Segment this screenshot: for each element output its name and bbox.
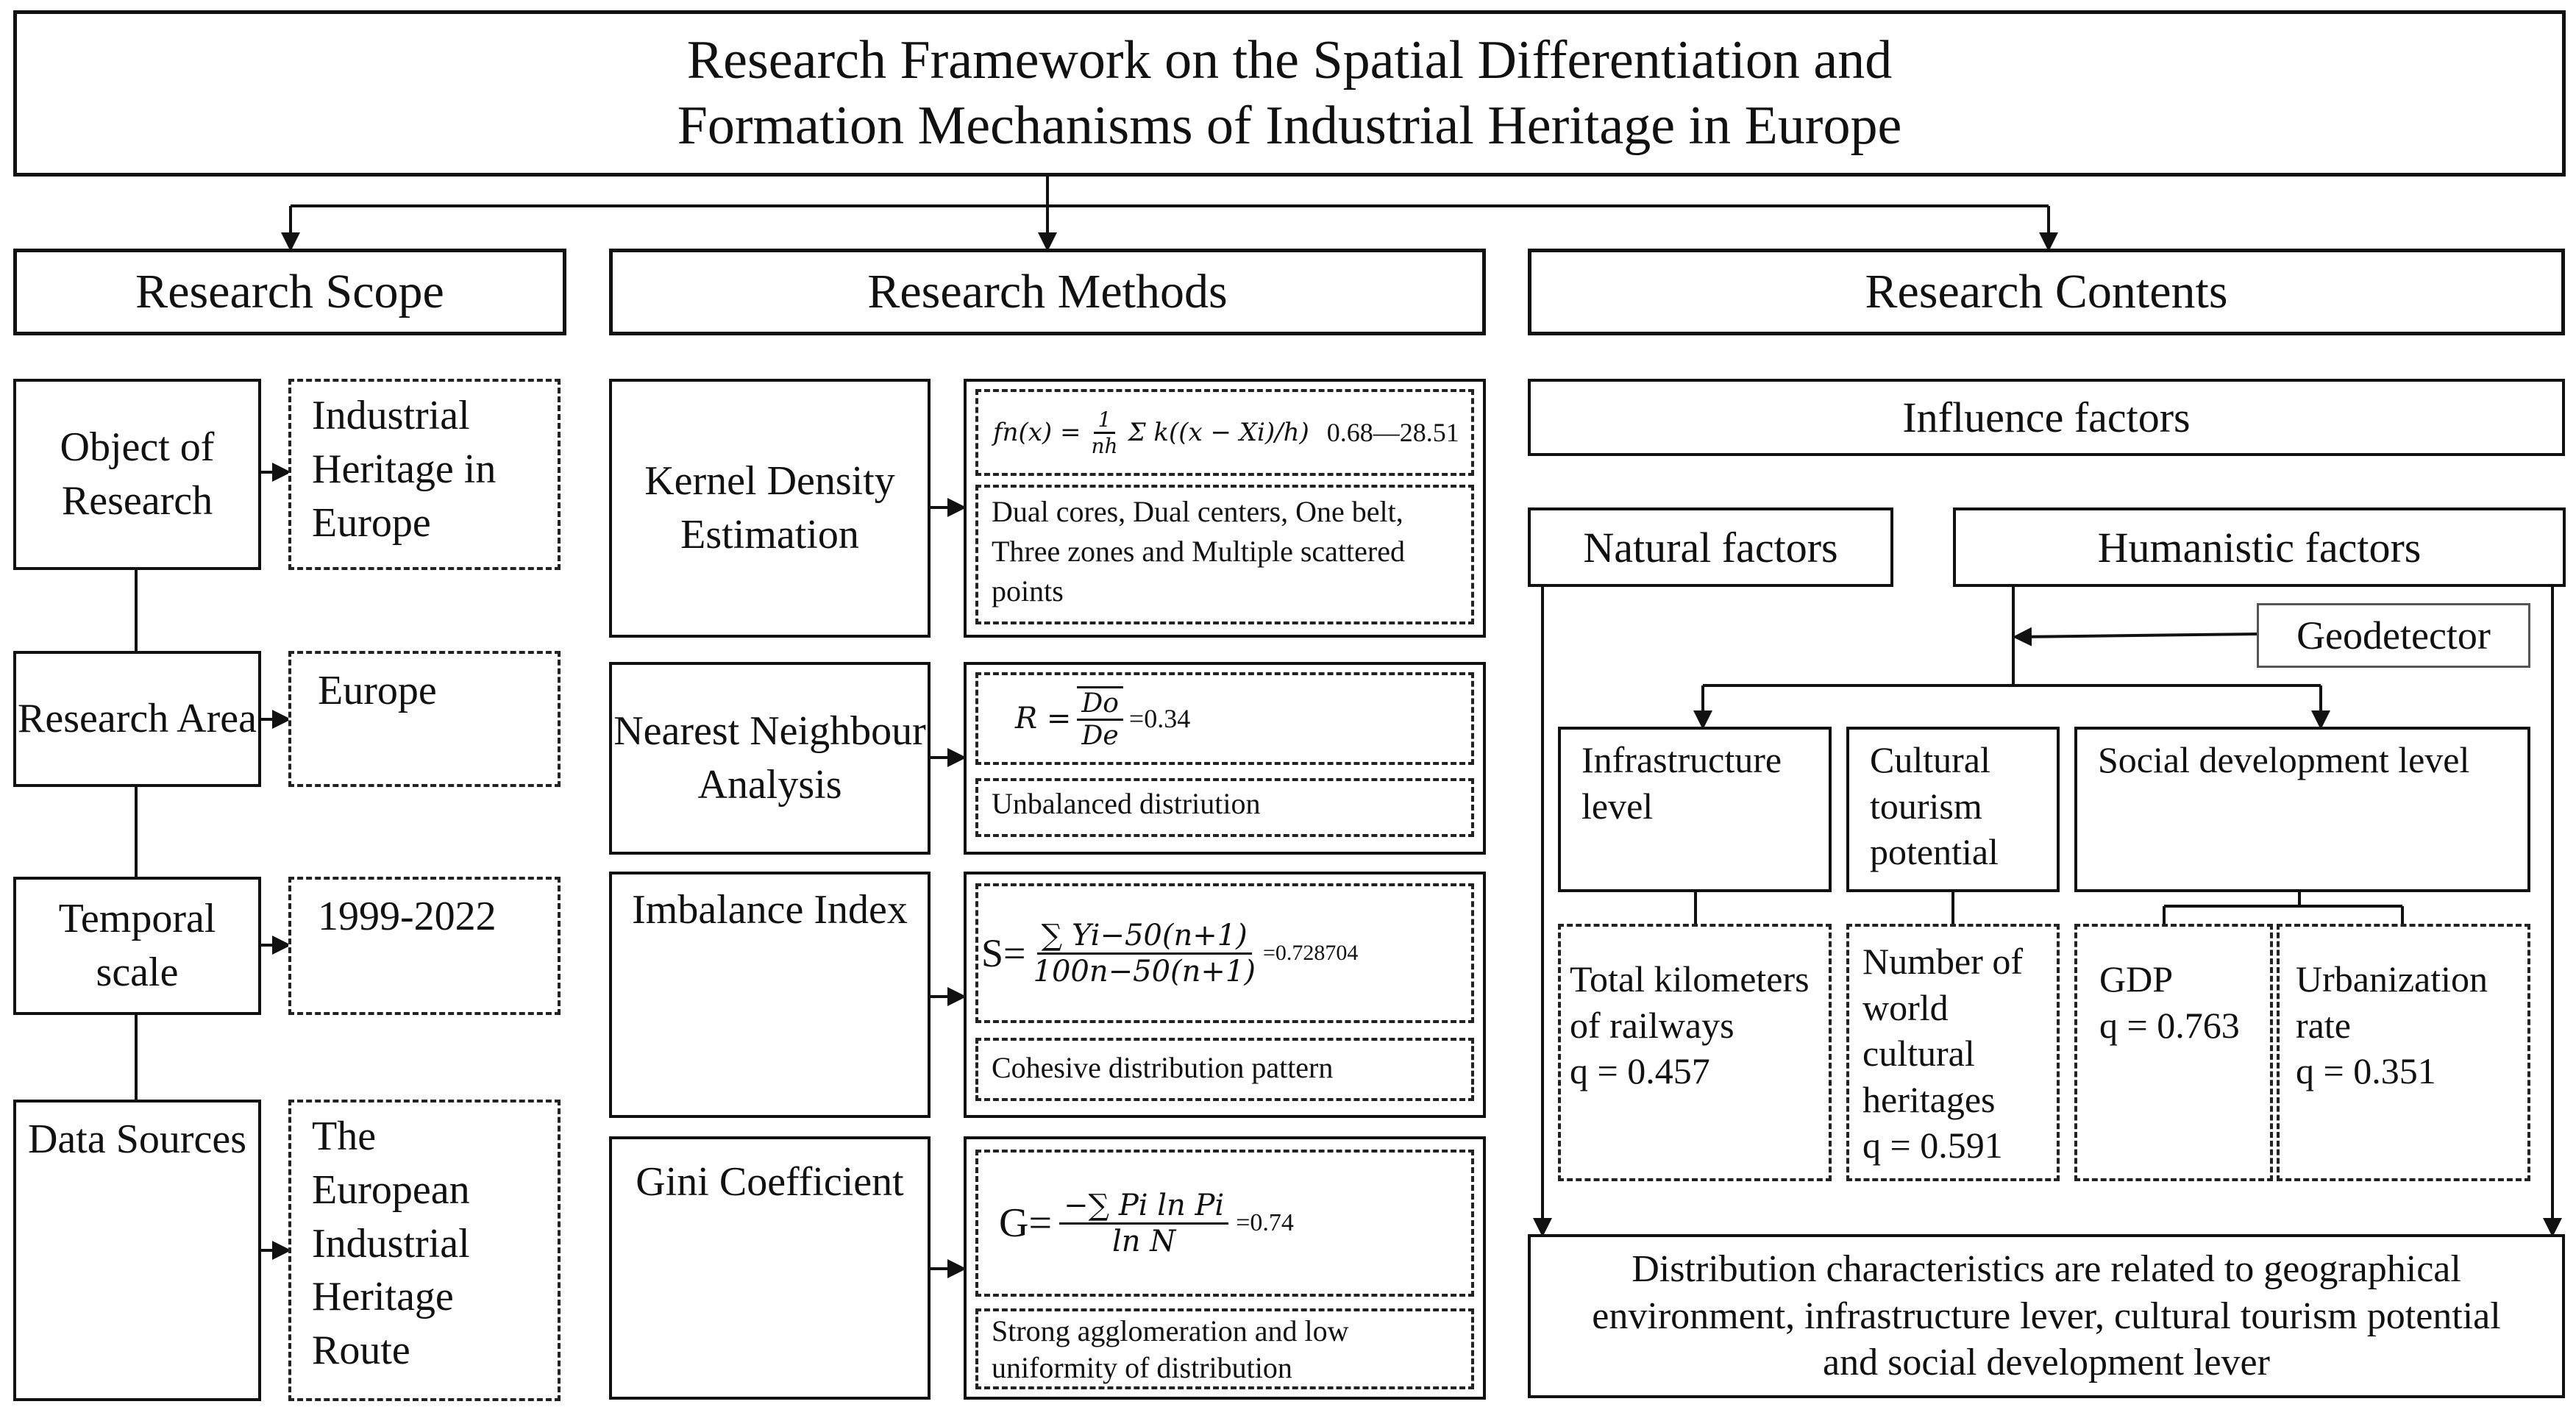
title-line-1: Research Framework on the Spatial Differ…	[686, 30, 1893, 91]
kde-formula-den: nh	[1091, 433, 1118, 458]
geodetector-box: Geodetector	[2257, 603, 2530, 668]
nna-result-box: Unbalanced distriution	[975, 778, 1474, 837]
gini-formula-lhs: G=	[999, 1200, 1053, 1246]
nna-formula-num: Do	[1077, 686, 1123, 721]
scope-value-object: Industrial Heritage in Europe	[288, 379, 561, 570]
humanistic-factors-box: Humanistic factors	[1953, 507, 2566, 587]
gini-result-box: Strong agglomeration and low uniformity …	[975, 1308, 1474, 1389]
natural-factors-box: Natural factors	[1528, 507, 1893, 587]
gini-formula-value: =0.74	[1236, 1209, 1294, 1236]
scope-label-data: Data Sources	[13, 1100, 261, 1401]
social-development-box: Social development level	[2074, 727, 2530, 892]
method-kde-panel: fn(x) = 1 nh Σ k((x − Xi)/h) 0.68—28.51 …	[964, 379, 1486, 638]
method-imbalance-panel: S= ∑ Yi−50(n+1) 100n−50(n+1) =0.728704 C…	[964, 872, 1486, 1118]
scope-label-area: Research Area	[13, 651, 261, 787]
gdp-label: GDP	[2099, 958, 2174, 1000]
imbalance-formula-den: 100n−50(n+1)	[1033, 954, 1256, 989]
gini-formula-num: −∑ Pi ln Pi	[1059, 1189, 1229, 1225]
cultural-tourism-box: Cultural tourism potential	[1846, 727, 2060, 892]
imbalance-formula-lhs: S=	[981, 931, 1026, 975]
imbalance-formula-box: S= ∑ Yi−50(n+1) 100n−50(n+1) =0.728704	[975, 883, 1474, 1023]
gini-formula-box: G= −∑ Pi ln Pi ln N =0.74	[975, 1150, 1474, 1297]
method-nna-label: Nearest Neighbour Analysis	[609, 662, 931, 855]
influence-factors-box: Influence factors	[1528, 379, 2565, 456]
scope-label-object: Object of Research	[13, 379, 261, 570]
kde-formula-lhs: fn(x) =	[993, 418, 1081, 447]
railways-label: Total kilometers of railways	[1570, 958, 1810, 1046]
scope-value-temporal: 1999-2022	[288, 877, 561, 1015]
conclusion-box: Distribution characteristics are related…	[1528, 1234, 2565, 1398]
method-kde-label: Kernel Density Estimation	[609, 379, 931, 638]
research-scope-header: Research Scope	[13, 249, 566, 335]
kde-formula-box: fn(x) = 1 nh Σ k((x − Xi)/h) 0.68—28.51	[975, 389, 1474, 476]
heritages-q: q = 0.591	[1862, 1125, 2003, 1166]
railways-q: q = 0.457	[1570, 1050, 1710, 1091]
scope-value-data: The European Industrial Heritage Route	[288, 1100, 561, 1401]
nna-formula-box: R = Do De =0.34	[975, 672, 1474, 765]
imbalance-formula-num: ∑ Yi−50(n+1)	[1036, 919, 1252, 955]
gini-formula-den: ln N	[1111, 1224, 1176, 1258]
method-nna-panel: R = Do De =0.34 Unbalanced distriution	[964, 662, 1486, 855]
kde-result-box: Dual cores, Dual centers, One belt, Thre…	[975, 485, 1474, 624]
nna-formula-lhs: R =	[1015, 702, 1072, 735]
urbanization-box: Urbanization rate q = 0.351	[2277, 924, 2530, 1181]
heritages-box: Number of world cultural heritages q = 0…	[1846, 924, 2060, 1181]
gdp-q: q = 0.763	[2099, 1004, 2240, 1046]
kde-formula-num: 1	[1093, 407, 1116, 434]
railways-box: Total kilometers of railways q = 0.457	[1558, 924, 1832, 1181]
method-gini-label: Gini Coefficient	[609, 1136, 931, 1400]
diagram-title-box: Research Framework on the Spatial Differ…	[13, 10, 2566, 177]
kde-formula-sum: Σ k((x − Xi)/h)	[1128, 418, 1309, 447]
gdp-box: GDP q = 0.763	[2074, 924, 2273, 1181]
research-contents-header: Research Contents	[1528, 249, 2565, 335]
method-imbalance-label: Imbalance Index	[609, 872, 931, 1118]
imbalance-result-box: Cohesive distribution pattern	[975, 1038, 1474, 1101]
urbanization-label: Urbanization rate	[2296, 958, 2488, 1046]
urbanization-q: q = 0.351	[2296, 1050, 2436, 1091]
infrastructure-level-box: Infrastructure level	[1558, 727, 1832, 892]
nna-formula-value: =0.34	[1128, 704, 1191, 733]
scope-label-temporal: Temporal scale	[13, 877, 261, 1015]
imbalance-formula-value: =0.728704	[1262, 941, 1359, 965]
method-gini-panel: G= −∑ Pi ln Pi ln N =0.74 Strong agglome…	[964, 1136, 1486, 1400]
title-line-2: Formation Mechanisms of Industrial Herit…	[677, 96, 1902, 156]
kde-formula-value: 0.68—28.51	[1326, 418, 1459, 447]
heritages-label: Number of world cultural heritages	[1862, 941, 2023, 1120]
research-methods-header: Research Methods	[609, 249, 1486, 335]
scope-value-area: Europe	[288, 651, 561, 787]
nna-formula-den: De	[1081, 721, 1119, 751]
